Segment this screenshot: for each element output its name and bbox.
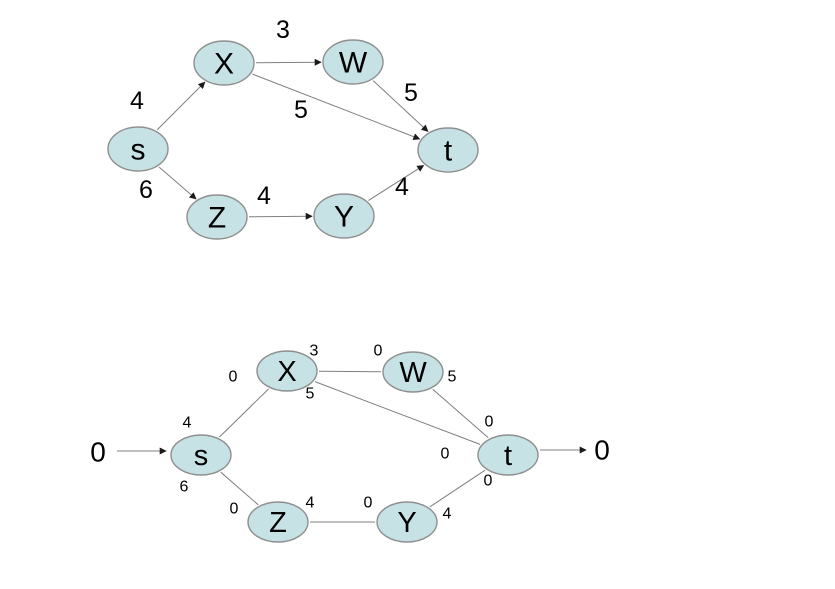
edge-label-s-Z: 6 xyxy=(139,176,153,204)
edge-label-Y-t: 4 xyxy=(395,173,409,201)
node-X xyxy=(256,350,318,392)
node-Y xyxy=(313,193,375,239)
edge-s-Z xyxy=(220,471,259,506)
edge-label-W-t: 0 xyxy=(485,414,494,431)
edge-label-X-t: 5 xyxy=(294,96,308,124)
edge-label-s-Z: 0 xyxy=(230,501,239,518)
edge-label-Z-Y: 4 xyxy=(257,182,271,210)
edge-label-X-W: 3 xyxy=(276,16,290,44)
node-s xyxy=(107,126,169,172)
node-Y xyxy=(376,501,438,543)
node-W xyxy=(382,351,444,393)
node-label-X: X xyxy=(214,48,234,81)
edge-s-Z xyxy=(158,166,197,200)
edge-Y-t xyxy=(368,165,425,201)
node-label-Y: Y xyxy=(397,507,416,539)
node-label-Y: Y xyxy=(334,201,354,234)
edge-X-W xyxy=(255,58,322,66)
edge-label-s-X: 4 xyxy=(183,415,192,432)
node-s xyxy=(170,434,232,476)
edge-label-X-W: 3 xyxy=(310,343,319,360)
edge-label-s-X: 4 xyxy=(130,87,144,115)
node-label-X: X xyxy=(277,356,296,388)
node-label-W: W xyxy=(339,47,368,80)
edge-label-Y-t: 4 xyxy=(443,506,452,523)
edge-label-Z-Y: 4 xyxy=(306,495,315,512)
node-label-s: s xyxy=(194,440,209,472)
node-label-t: t xyxy=(504,440,512,472)
edge-label-s-X: 0 xyxy=(229,369,238,386)
edge-label-X-t: 0 xyxy=(441,446,450,463)
edge-X-t xyxy=(252,73,421,140)
node-label-W: W xyxy=(399,357,427,389)
capacity-graph: 4 3 5 5 6 4 4 X Ws tZ Y xyxy=(107,16,479,240)
node-t xyxy=(477,434,539,476)
node-Z xyxy=(186,194,248,240)
edge-X-t xyxy=(314,381,481,445)
edge-W-t xyxy=(372,80,429,132)
edge-label-Y-t: 0 xyxy=(484,473,493,490)
edge-s-X xyxy=(218,388,270,438)
edge-label-X-W: 0 xyxy=(374,343,383,360)
edge-label-s-Z: 6 xyxy=(180,479,189,496)
sink-outflow-label: 0 xyxy=(594,435,610,466)
edge-label-W-t: 5 xyxy=(404,79,418,107)
source-inflow-label: 0 xyxy=(90,437,106,468)
edge-label-Z-Y: 0 xyxy=(364,495,373,512)
node-Z xyxy=(247,501,309,543)
node-label-Z: Z xyxy=(269,507,287,539)
node-label-t: t xyxy=(444,135,453,168)
node-label-s: s xyxy=(131,134,146,167)
node-W xyxy=(322,39,384,85)
node-label-Z: Z xyxy=(208,202,226,235)
edge-label-W-t: 5 xyxy=(448,369,457,386)
edge-s-X xyxy=(156,81,206,131)
node-t xyxy=(417,127,479,173)
edge-Y-t xyxy=(429,469,486,508)
edge-label-X-t: 5 xyxy=(306,386,315,403)
node-X xyxy=(193,40,255,86)
edge-W-t xyxy=(432,388,489,439)
